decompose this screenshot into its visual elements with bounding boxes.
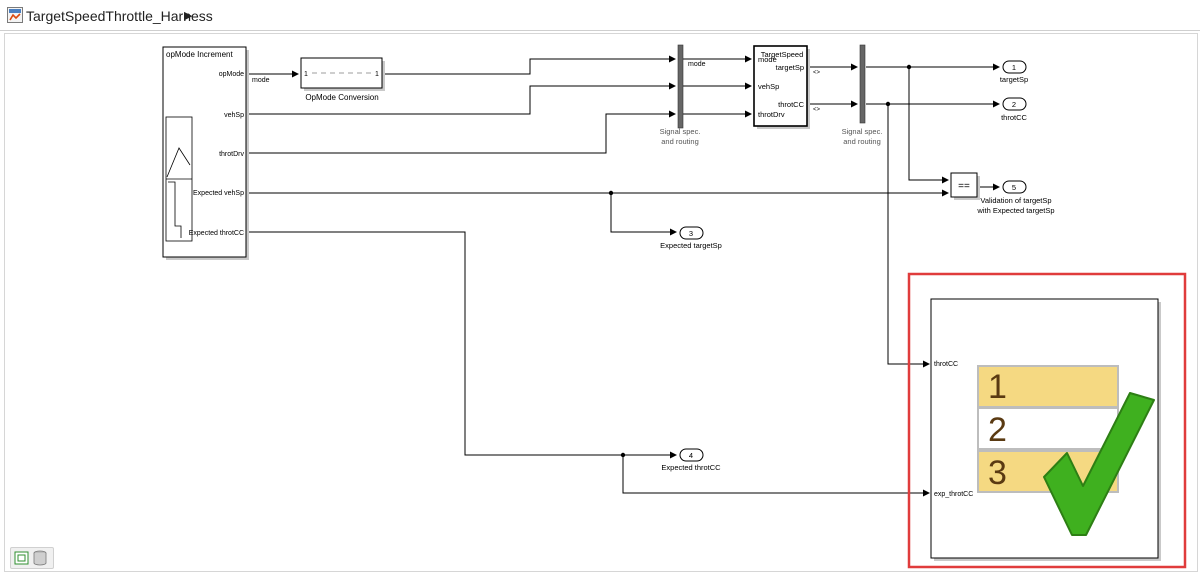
input-port-vehsp: vehSp [224, 112, 244, 119]
signal-to-exp-throtcc [622, 455, 930, 497]
outport-3-num: 3 [689, 229, 693, 238]
assessment-row-3: 3 [988, 454, 1007, 492]
outport-2[interactable]: 2 throtCC [1001, 97, 1028, 122]
signal-vehsp [247, 82, 676, 115]
outport-4[interactable]: 4 Expected throtCC [661, 448, 721, 472]
subsystem-out-mark-1: <> [813, 70, 821, 76]
mux2-label-line1: Signal spec. [842, 127, 883, 136]
fit-view-icon[interactable] [14, 551, 29, 565]
assessment-row-2: 2 [988, 411, 1007, 449]
signal-routing-mux-2[interactable]: Signal spec. and routing [842, 44, 883, 146]
conversion-in-port: 1 [304, 71, 308, 78]
input-port-expected-throtcc: Expected throtCC [189, 230, 244, 237]
outport-5[interactable]: 5 Validation of targetSp with Expected t… [976, 180, 1055, 215]
outport-5-label-2: with Expected targetSp [976, 206, 1054, 215]
outport-2-num: 2 [1012, 100, 1016, 109]
opmode-conversion-block[interactable]: 1 1 OpMode Conversion [300, 57, 385, 102]
highlight-box [907, 272, 1187, 569]
outport-1-label: targetSp [1000, 75, 1028, 84]
input-signal-block[interactable]: opMode Increment opMode vehSp throtDrv E… [162, 46, 249, 260]
outport-3[interactable]: 3 Expected targetSp [660, 226, 722, 250]
mode-signal-label: mode [252, 77, 270, 84]
outport-2-label: throtCC [1001, 113, 1027, 122]
outport-4-num: 4 [689, 451, 693, 460]
breadcrumb-arrow-icon[interactable]: ▶ [184, 10, 193, 22]
subsystem-name: TargetSpeed [761, 50, 804, 59]
checkmark-icon [1043, 392, 1155, 536]
signal-throtdrv [247, 110, 676, 154]
mux2-label-line2: and routing [843, 137, 881, 146]
mux1-label-line2: and routing [661, 137, 699, 146]
subsystem-out-targetsp: targetSp [776, 63, 804, 72]
branch-points [608, 64, 912, 458]
conversion-out-port: 1 [375, 71, 379, 78]
targetspeed-subsystem[interactable]: TargetSpeed mode vehSp throtDrv targetSp… [753, 45, 821, 129]
outport-1-num: 1 [1012, 63, 1016, 72]
subsystem-in-vehsp: vehSp [758, 82, 779, 91]
outport-1[interactable]: 1 targetSp [1000, 60, 1028, 84]
outport-4-label: Expected throtCC [661, 463, 721, 472]
input-port-throtdrv: throtDrv [219, 151, 244, 158]
test-assessment-block[interactable]: throtCC exp_throtCC 1 2 3 [930, 298, 1161, 561]
subsystem-in-throtdrv: throtDrv [758, 110, 785, 119]
compare-block[interactable]: == [950, 172, 980, 200]
signal-mode [382, 55, 676, 75]
subsystem-out-throtcc: throtCC [778, 100, 804, 109]
signal-lines [247, 55, 1000, 497]
compare-symbol: == [958, 181, 970, 192]
input-port-expected-vehsp: Expected vehSp [193, 190, 244, 197]
outport-5-num: 5 [1012, 183, 1016, 192]
conversion-label: OpMode Conversion [305, 93, 378, 102]
mux1-label-line1: Signal spec. [660, 127, 701, 136]
subsystem-out-mark-2: <> [813, 107, 821, 113]
assessment-in-exp-throtcc: exp_throtCC [934, 491, 973, 498]
subsystem-in-mode: mode [758, 55, 777, 64]
canvas-tools [10, 547, 54, 569]
input-block-title: opMode Increment [166, 50, 233, 59]
model-canvas[interactable] [4, 33, 1198, 572]
assessment-row-1: 1 [988, 368, 1007, 406]
signal-expected-throtcc [247, 231, 677, 459]
outport-5-label-1: Validation of targetSp [980, 196, 1051, 205]
signal-routing-mux-1[interactable]: mode Signal spec. and routing [660, 44, 706, 146]
signal-throtcc-to-assessment [887, 104, 930, 368]
signal-out3 [610, 193, 677, 236]
data-store-icon[interactable] [33, 550, 47, 566]
outport-3-label: Expected targetSp [660, 241, 722, 250]
signal-targetsp-to-compare [908, 67, 949, 184]
assessment-in-throtcc: throtCC [934, 361, 958, 368]
model-icon[interactable] [7, 7, 23, 23]
model-name[interactable]: TargetSpeedThrottle_Harness [26, 8, 213, 24]
breadcrumb: TargetSpeedThrottle_Harness ▶ [0, 0, 1200, 31]
mux1-in-label: mode [688, 61, 706, 68]
input-port-opmode: opMode [219, 71, 244, 78]
